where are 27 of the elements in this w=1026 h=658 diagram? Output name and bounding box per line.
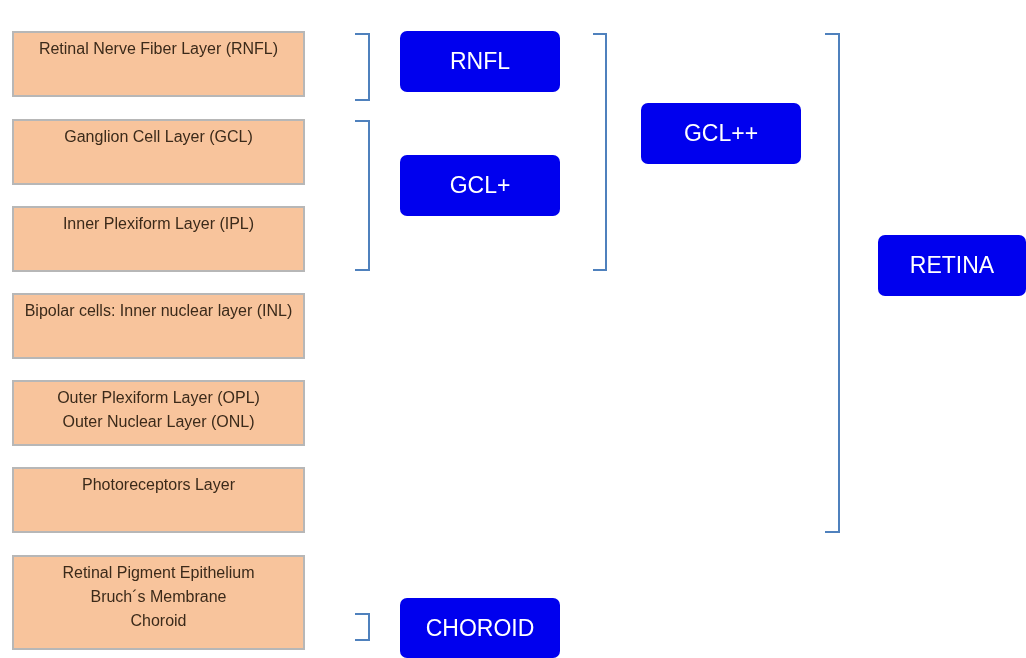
layer-box bbox=[12, 293, 305, 359]
group-name: GCL+ bbox=[449, 172, 511, 199]
group-name: RETINA bbox=[909, 252, 995, 279]
layer-box bbox=[12, 555, 305, 650]
group-box bbox=[641, 103, 801, 164]
layer-box bbox=[12, 206, 305, 272]
group-box bbox=[400, 31, 560, 92]
layer-name: Choroid bbox=[130, 611, 187, 631]
group-name: CHOROID bbox=[425, 614, 535, 642]
layer-name: Inner Plexiform Layer (IPL) bbox=[62, 214, 255, 234]
group-name: GCL++ bbox=[683, 120, 759, 147]
layer-box bbox=[12, 380, 305, 446]
group-box bbox=[400, 155, 560, 216]
layer-name: Retinal Nerve Fiber Layer (RNFL) bbox=[38, 39, 279, 59]
layer-name: Bruch´s Membrane bbox=[90, 587, 227, 607]
group-name: RNFL bbox=[449, 48, 511, 75]
group-box bbox=[878, 235, 1026, 296]
layer-name: Outer Plexiform Layer (OPL) bbox=[57, 388, 260, 408]
layer-box bbox=[12, 467, 305, 533]
group-box bbox=[400, 598, 560, 658]
layer-name: Retinal Pigment Epithelium bbox=[62, 563, 255, 583]
layer-name: Photoreceptors Layer bbox=[82, 475, 235, 495]
layer-name: Ganglion Cell Layer (GCL) bbox=[64, 127, 253, 147]
layer-box bbox=[12, 31, 305, 97]
layer-box bbox=[12, 119, 305, 185]
layer-name: Outer Nuclear Layer (ONL) bbox=[62, 412, 255, 432]
layer-name: Bipolar cells: Inner nuclear layer (INL) bbox=[24, 301, 293, 321]
